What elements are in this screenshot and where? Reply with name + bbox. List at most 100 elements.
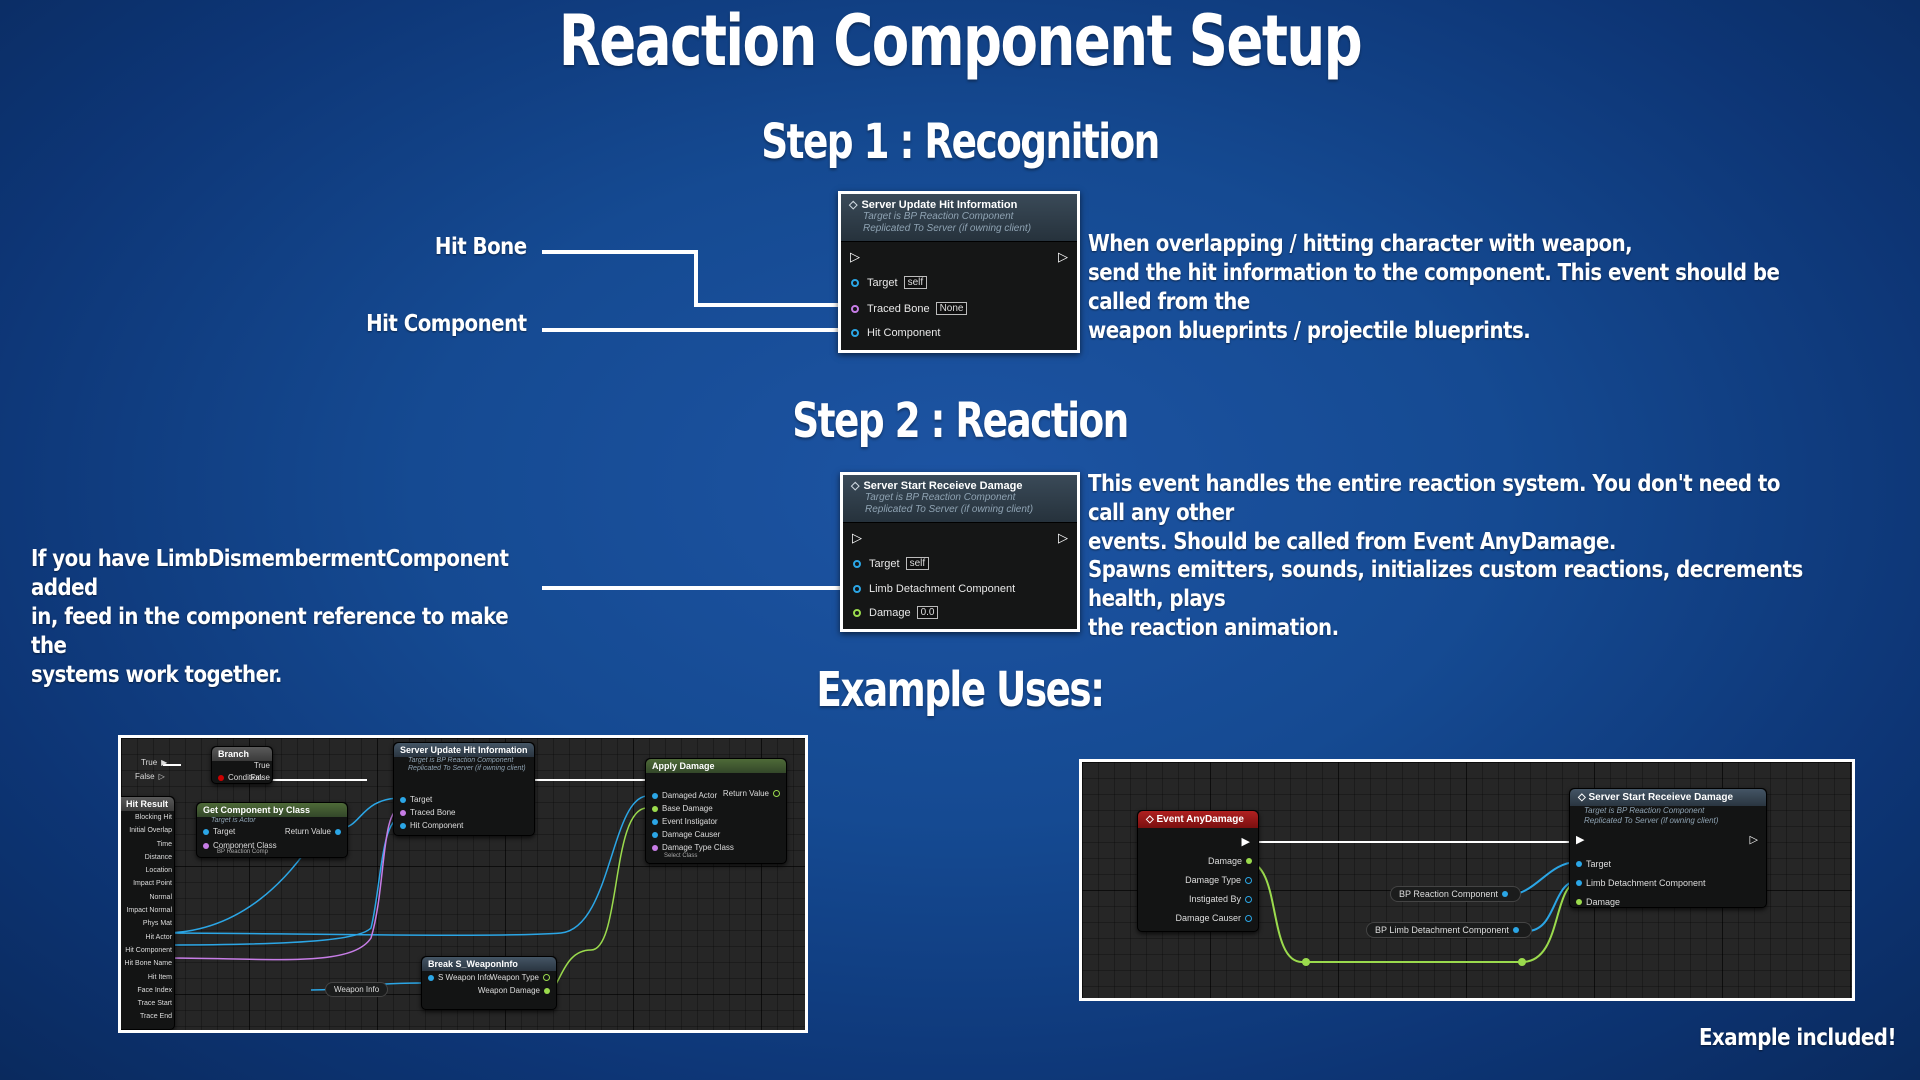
branch-true-pin[interactable]: True (253, 761, 270, 770)
limb-detachment-pin[interactable]: Limb Detachment Component (853, 583, 1015, 595)
pin-label[interactable]: Face Index (137, 986, 172, 994)
pin-icon (1245, 876, 1252, 884)
pin-label[interactable]: Time (156, 840, 172, 848)
pin-label[interactable]: Hit Component (125, 946, 172, 954)
node-subtitle-2: Replicated To Server (if owning client) (863, 223, 1032, 234)
ss-target-pin[interactable]: Target (1572, 859, 1611, 869)
desc-line: send the hit information to the componen… (1088, 260, 1780, 315)
pin-label[interactable]: Phys Mat (142, 920, 172, 928)
example-right-graph[interactable]: ◇ Event AnyDamage ▶ Damage Damage Type I… (1079, 759, 1855, 1001)
server-start-damage-node[interactable]: ◇Server Start Receieve Damage Target is … (840, 472, 1080, 632)
break-type-pin[interactable]: Weapon Type (490, 973, 554, 982)
pin-label[interactable]: Hit Bone Name (124, 960, 172, 968)
limb-note: If you have LimbDismembermentComponent a… (31, 545, 513, 690)
ss-sub1: Target is BP Reaction Component (1584, 806, 1705, 815)
hit-component-label: Hit Component (366, 311, 528, 337)
break-weapon-node[interactable]: Break S_WeaponInfo S Weapon Info Weapon … (421, 956, 557, 1010)
traced-bone-value[interactable]: None (935, 302, 968, 315)
break-damage-pin[interactable]: Weapon Damage (478, 986, 554, 995)
target-value[interactable]: self (903, 276, 928, 289)
ad-pin[interactable]: Event Instigator (648, 817, 718, 826)
bp-limb-detachment-variable[interactable]: BP Limb Detachment Component (1366, 922, 1532, 938)
weapon-info-variable[interactable]: Weapon Info (325, 982, 389, 997)
pin-label[interactable]: Trace Start (137, 1000, 172, 1008)
ss-damage-pin[interactable]: Damage (1572, 897, 1620, 907)
pin-label[interactable]: Location (145, 867, 172, 875)
pin-icon (400, 796, 406, 803)
branch-false-pin[interactable]: False (250, 773, 270, 782)
server-update-hit-node[interactable]: ◇Server Update Hit Information Target is… (838, 191, 1080, 353)
event-damage-pin[interactable]: Damage (1208, 856, 1256, 866)
gc-target-pin[interactable]: Target (199, 827, 235, 836)
exec-in-icon[interactable]: ▶ (1576, 834, 1585, 846)
pin-label[interactable]: Impact Normal (126, 907, 172, 915)
pin-label[interactable]: Hit Item (147, 973, 172, 981)
exec-in-icon[interactable]: ▷ (852, 530, 862, 545)
pin-icon (203, 842, 209, 849)
break-in-pin[interactable]: S Weapon Info (424, 973, 491, 982)
step1-heading: Step 1 : Recognition (761, 114, 1160, 170)
server-start-example-node[interactable]: ◇ Server Start Receieve Damage Target is… (1569, 788, 1767, 908)
pin-icon (203, 828, 209, 835)
exec-out-icon[interactable]: ▷ (1058, 249, 1068, 264)
su-bone-pin[interactable]: Traced Bone (396, 808, 456, 817)
server-update-example-node[interactable]: Server Update Hit Information Target is … (393, 742, 535, 836)
examples-heading: Example Uses: (816, 662, 1105, 718)
pin-icon (400, 809, 406, 816)
ad-return-pin[interactable]: Return Value (723, 789, 784, 798)
damage-value[interactable]: 0.0 (916, 606, 939, 619)
example-left-graph[interactable]: True▶ False▷ Branch Condition True False… (118, 735, 808, 1033)
pin-label[interactable]: Distance (144, 853, 172, 861)
get-component-node[interactable]: Get Component by Class Target is Actor T… (196, 802, 348, 858)
ad-pin[interactable]: Damage Type Class (648, 843, 734, 852)
pin-label[interactable]: Normal (149, 893, 172, 901)
su-comp-pin[interactable]: Hit Component (396, 821, 463, 830)
desc-line: When overlapping / hitting character wit… (1088, 231, 1633, 257)
apply-damage-node[interactable]: Apply Damage Return Value Damaged Actor … (645, 758, 787, 864)
su-target-pin[interactable]: Target (396, 795, 432, 804)
false-pin[interactable]: False▷ (135, 772, 165, 781)
condition-pin[interactable]: Condition (214, 773, 262, 782)
ss-title: ◇ Server Start Receieve Damage (1570, 789, 1766, 806)
bp-reaction-component-variable[interactable]: BP Reaction Component (1390, 886, 1521, 902)
ad-pin[interactable]: Damaged Actor (648, 791, 717, 800)
target-value[interactable]: self (905, 557, 930, 570)
exec-out-icon[interactable]: ▷ (1058, 530, 1068, 545)
node-header: ◇Server Update Hit Information Target is… (841, 194, 1077, 242)
event-instigated-pin[interactable]: Instigated By (1189, 894, 1256, 904)
event-type-pin[interactable]: Damage Type (1185, 875, 1256, 885)
pin-icon (1501, 891, 1508, 897)
gc-class-pin[interactable]: Component Class (199, 841, 277, 850)
pin-label[interactable]: Initial Overlap (129, 827, 172, 835)
pin-label[interactable]: Impact Point (133, 880, 172, 888)
pin-label[interactable]: Hit Actor (145, 933, 172, 941)
hit-component-pin[interactable]: Hit Component (851, 327, 940, 339)
hit-component-wire (542, 328, 842, 332)
ad-select[interactable]: Select Class (664, 853, 698, 859)
true-pin[interactable]: True▶ (141, 758, 168, 767)
pin-icon (652, 805, 658, 812)
exec-out-icon[interactable]: ▷ (1749, 834, 1758, 846)
gc-return-pin[interactable]: Return Value (285, 827, 345, 836)
hit-result-node[interactable]: Hit Result Blocking Hit Initial Overlap … (121, 796, 175, 1030)
gc-class-value[interactable]: BP Reaction Comp (217, 849, 268, 855)
exec-in-icon[interactable]: ▷ (850, 249, 860, 264)
ss-limb-pin[interactable]: Limb Detachment Component (1572, 878, 1706, 888)
node-subtitle-2: Replicated To Server (if owning client) (865, 504, 1034, 515)
pin-icon (543, 974, 550, 981)
event-anydamage-node[interactable]: ◇ Event AnyDamage ▶ Damage Damage Type I… (1137, 810, 1259, 932)
ad-pin[interactable]: Base Damage (648, 804, 713, 813)
step2-description-1: This event handles the entire reaction s… (1088, 470, 1810, 557)
pin-label[interactable]: Blocking Hit (135, 814, 172, 821)
pin-label[interactable]: Trace End (139, 1013, 172, 1021)
su-sub1: Target is BP Reaction Component (408, 757, 514, 764)
ad-pin[interactable]: Damage Causer (648, 830, 720, 839)
event-causer-pin[interactable]: Damage Causer (1175, 913, 1256, 923)
branch-node[interactable]: Branch Condition True False (211, 746, 273, 784)
function-icon: ◇ (849, 199, 858, 211)
exec-out-icon[interactable]: ▶ (1241, 836, 1250, 848)
